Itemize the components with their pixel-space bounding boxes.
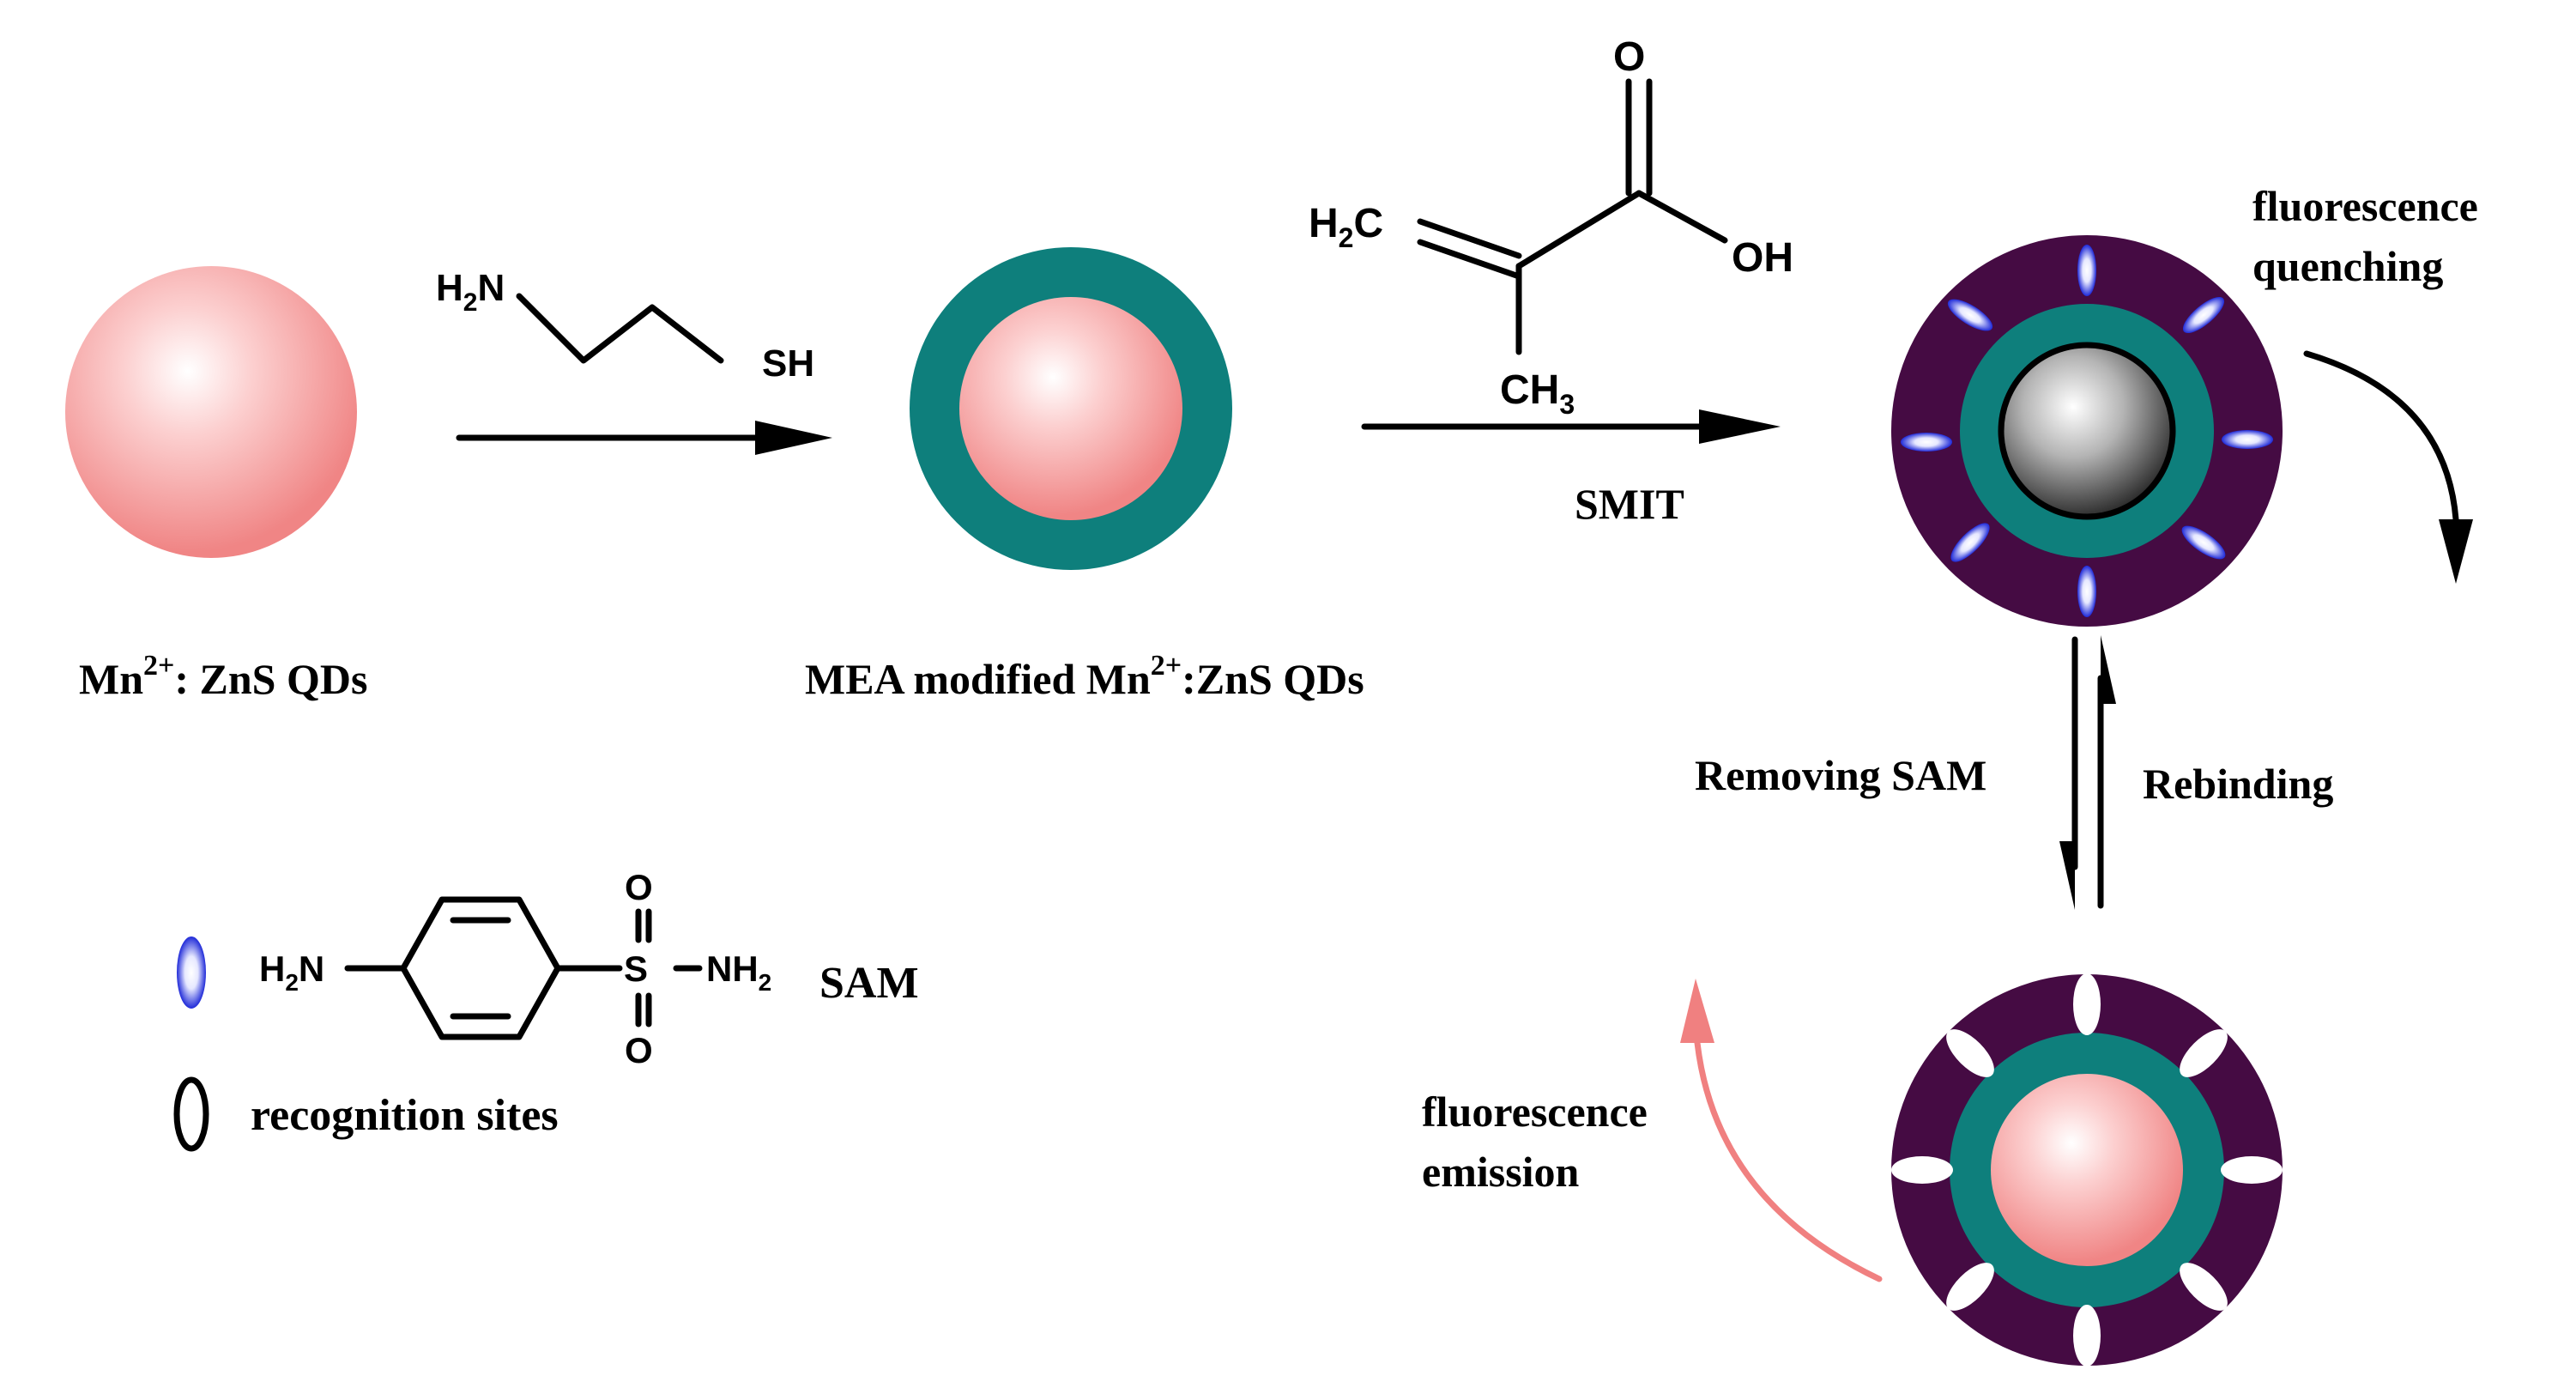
bare-qd [65, 266, 357, 558]
sam-legend-icon [177, 936, 206, 1009]
maa-vinyl-label: H2C [1309, 201, 1383, 253]
qd-label: Mn2+: ZnS QDs [79, 650, 367, 703]
recognition-site-icon [1946, 1263, 1994, 1311]
emission-arrow [1694, 1039, 1883, 1282]
sam-sulfur-label: S [624, 949, 648, 989]
recognition-site-legend-icon [173, 1076, 209, 1152]
methacrylic-acid-structure: O OH H2C CH3 [1309, 34, 1793, 420]
maa-carbonyl-o: O [1613, 34, 1645, 80]
recognition-site-icon [1946, 1029, 1994, 1077]
mea-modified-qd [910, 247, 1232, 570]
qd-core [959, 297, 1182, 520]
bound-sam-templates [1901, 245, 2273, 617]
recognition-site-icon [2221, 1156, 2283, 1184]
qd-core [1991, 1074, 2183, 1266]
recognition-site-icon [2180, 1029, 2228, 1077]
sam-template-icon [2182, 296, 2225, 334]
sam-oxygen-bottom: O [625, 1030, 653, 1070]
smit-particle [1891, 235, 2283, 627]
mea-structure: H2N SH [436, 267, 814, 385]
recognition-site-icon [1891, 1156, 1953, 1184]
sam-template-icon [2181, 525, 2226, 560]
qd-core [65, 266, 357, 558]
sam-structure: H2N S O O NH2 [259, 867, 771, 1070]
quenching-arrow-head [2439, 519, 2473, 584]
sam-template-icon [2077, 245, 2096, 296]
mea-amine-label: H2N [436, 267, 505, 317]
recognition-site-icon [2180, 1263, 2228, 1311]
sam-amine-label: H2N [259, 949, 324, 996]
quenching-arrow [2303, 350, 2459, 523]
sam-template-icon [1901, 433, 1952, 452]
reaction-arrow-2-head [1699, 409, 1781, 444]
sam-legend-label: SAM [819, 959, 919, 1008]
mip-particle [1891, 973, 2283, 1367]
sam-template-icon [1950, 523, 1990, 562]
mea-thiol-label: SH [762, 342, 814, 385]
sam-template-icon [2077, 566, 2096, 617]
emission-label-line2: emission [1422, 1148, 1580, 1196]
recognition-site-icon [2073, 973, 2101, 1035]
rebinding-label: Rebinding [2143, 760, 2333, 808]
maa-hydroxyl: OH [1732, 235, 1793, 281]
reaction-arrow-1-head [755, 421, 832, 455]
maa-methyl-label: CH3 [1500, 367, 1575, 420]
sam-template-icon [1947, 299, 1993, 331]
recognition-cavities [1891, 973, 2283, 1367]
legend: H2N S O O NH2 SAM recognition sites [173, 867, 919, 1152]
mea-qd-label: MEA modified Mn2+:ZnS QDs [805, 650, 1364, 703]
recognition-site-icon [2073, 1305, 2101, 1367]
smit-label: SMIT [1575, 480, 1684, 528]
quenching-label-line2: quenching [2252, 242, 2443, 290]
sam-oxygen-top: O [625, 867, 653, 907]
removing-sam-label: Removing SAM [1695, 751, 1986, 799]
quenching-label-line1: fluorescence [2252, 182, 2478, 230]
equilibrium-arrows [2059, 635, 2116, 910]
recognition-sites-label: recognition sites [251, 1091, 559, 1140]
sam-template-icon [2222, 430, 2273, 449]
emission-label-line1: fluorescence [1422, 1088, 1648, 1136]
sam-amide-label: NH2 [706, 949, 771, 996]
emission-arrow-head [1680, 979, 1714, 1043]
quenched-qd-core [1998, 342, 2176, 520]
